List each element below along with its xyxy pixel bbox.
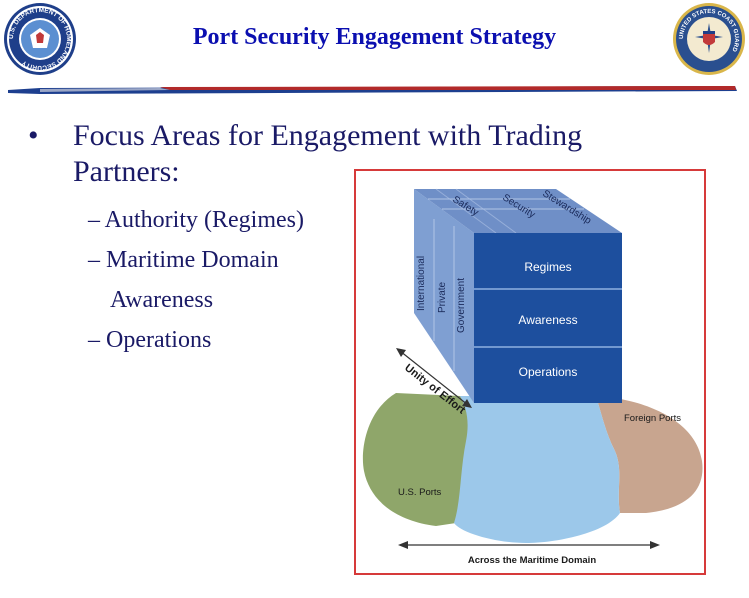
us-ports-label: U.S. Ports — [398, 487, 442, 498]
engagement-diagram: Safety Security Stewardship Internationa… — [356, 171, 704, 573]
bullet-focus-areas-text: Focus Areas for Engagement with Trading … — [73, 119, 583, 188]
across-maritime-domain-label: Across the Maritime Domain — [468, 555, 596, 566]
side-label-international: International — [416, 256, 427, 311]
across-maritime-domain-arrow — [398, 541, 660, 549]
cube-front-face — [474, 233, 622, 403]
bullet-dot: • — [28, 119, 39, 152]
cube-side-face — [414, 189, 474, 403]
water-region — [454, 396, 620, 543]
header-divider — [0, 78, 749, 98]
front-label-operations: Operations — [519, 365, 578, 379]
page-title: Port Security Engagement Strategy — [192, 24, 557, 50]
foreign-ports-label: Foreign Ports — [624, 413, 681, 424]
side-label-private: Private — [437, 281, 448, 313]
cube-top-face — [414, 189, 622, 233]
foreign-ports-region — [596, 396, 703, 513]
unity-of-effort-arrow — [396, 348, 472, 408]
side-label-government: Government — [456, 278, 467, 333]
uscg-seal-logo: UNITED STATES COAST GUARD — [672, 2, 746, 76]
front-label-awareness: Awareness — [518, 313, 577, 327]
sub-bullet-awareness: Awareness — [110, 287, 214, 313]
sub-bullet-maritime-domain: – Maritime Domain — [88, 247, 279, 273]
front-label-regimes: Regimes — [524, 260, 571, 274]
sub-bullet-operations: – Operations — [88, 327, 212, 353]
us-ports-region — [362, 393, 470, 526]
dhs-seal-logo: U.S. DEPARTMENT OF HOMELAND SECURITY — [3, 2, 77, 76]
sub-bullet-authority: – Authority (Regimes) — [88, 207, 304, 233]
